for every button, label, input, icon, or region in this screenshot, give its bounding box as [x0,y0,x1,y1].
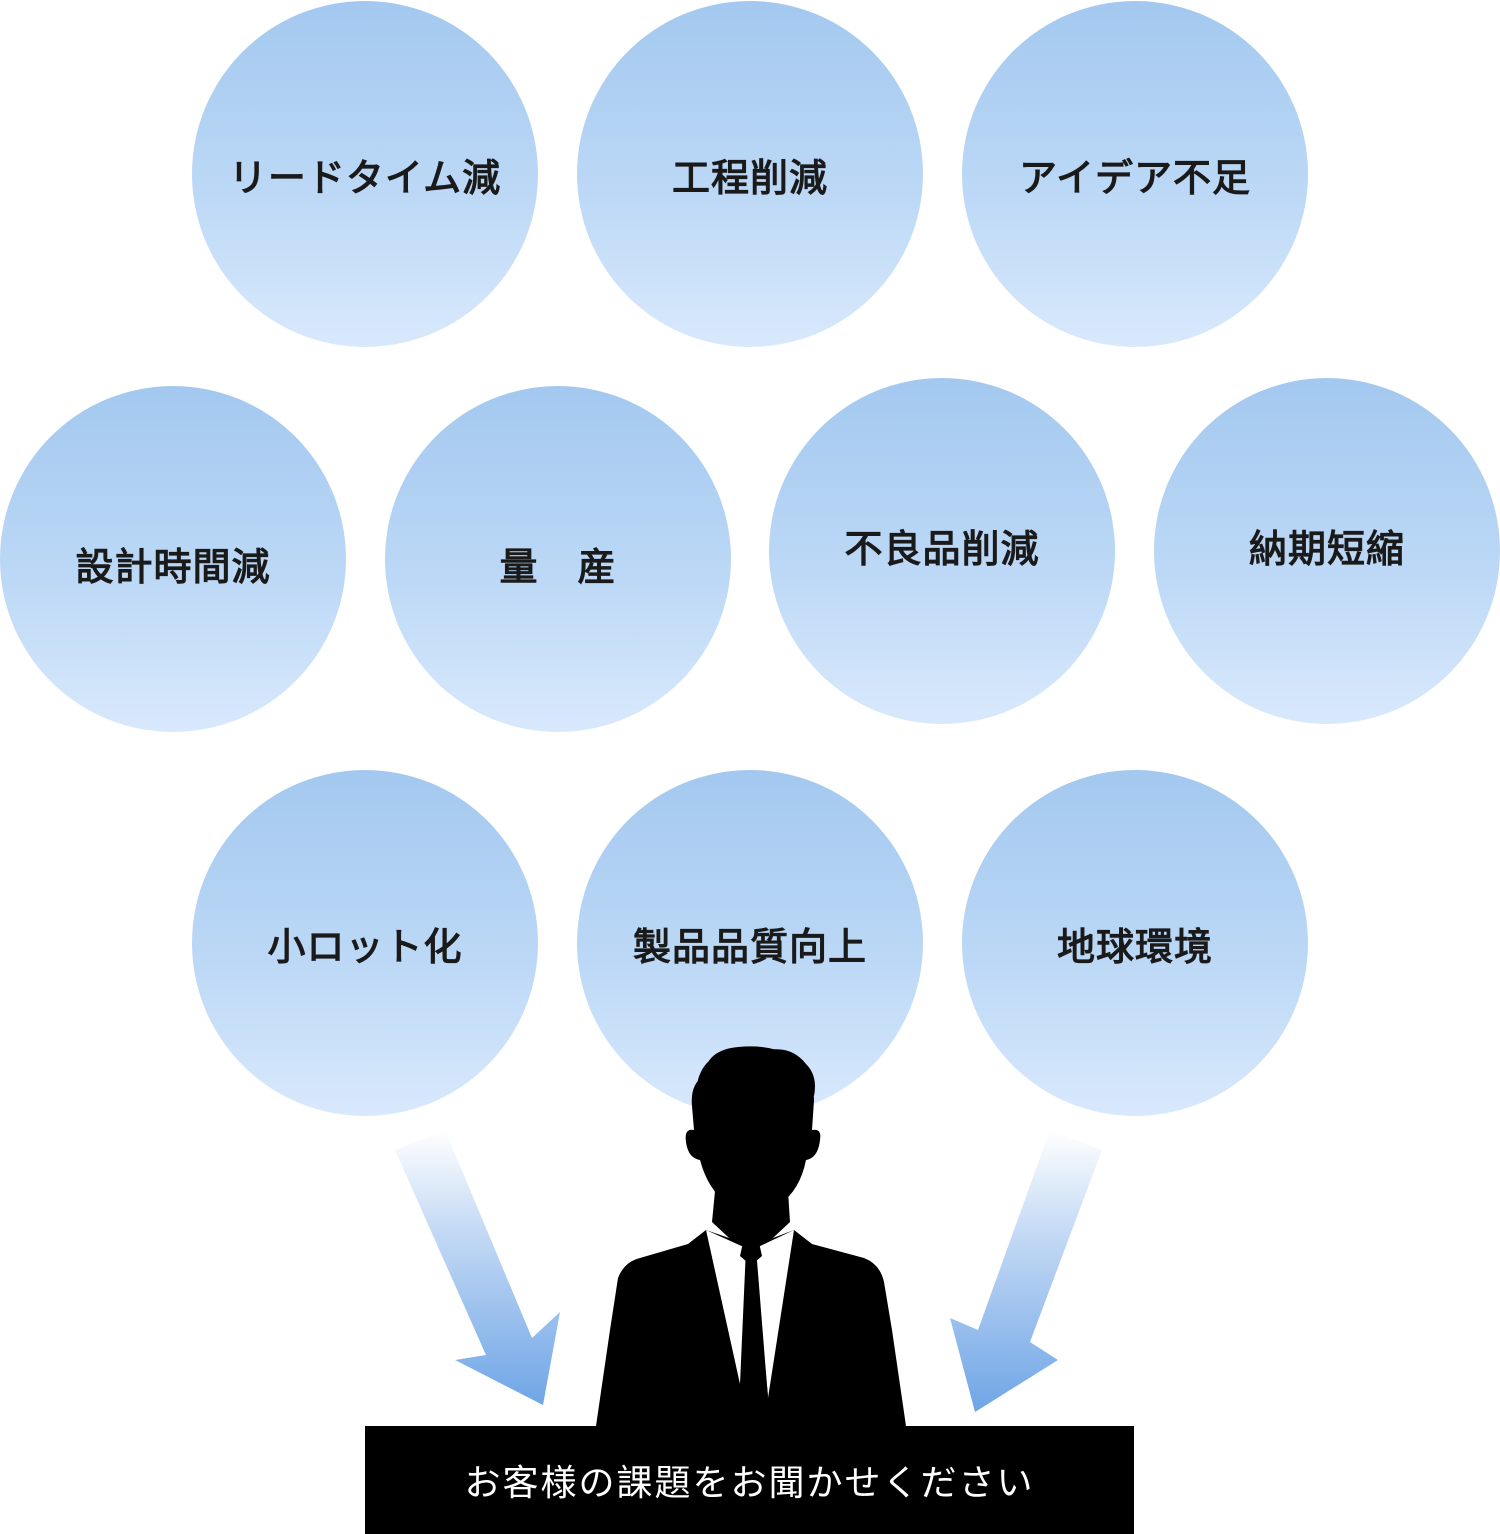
bubble-environment: 地球環境 [962,770,1308,1116]
caption-banner: お客様の課題をお聞かせください [365,1426,1134,1534]
bubble-label: 納期短縮 [1248,526,1405,571]
bubble-mass-production: 量 産 [385,386,731,732]
bubble-small-lot: 小ロット化 [192,770,538,1116]
bubble-label: 設計時間減 [75,544,271,589]
bubble-label: リードタイム減 [228,155,502,200]
businessman-silhouette-icon [596,1046,906,1426]
bubble-process-reduction: 工程削減 [577,1,923,347]
bubble-design-time: 設計時間減 [0,386,346,732]
bubble-lead-time: リードタイム減 [192,1,538,347]
bubble-label: 地球環境 [1056,924,1213,969]
bubble-label: 小ロット化 [267,924,463,969]
down-arrow-icon [950,1130,1102,1412]
bubble-label: 製品品質向上 [632,924,867,969]
bubble-delivery-shortening: 納期短縮 [1154,378,1500,724]
down-arrow-icon [395,1130,560,1405]
caption-text: お客様の課題をお聞かせください [464,1463,1035,1504]
bubble-label: 量 産 [499,544,617,589]
bubble-label: 不良品削減 [844,526,1040,571]
bubble-label: 工程削減 [671,155,828,200]
bubble-label: アイデア不足 [1018,155,1252,200]
bubble-defect-reduction: 不良品削減 [769,378,1115,724]
bubble-idea-shortage: アイデア不足 [962,1,1308,347]
